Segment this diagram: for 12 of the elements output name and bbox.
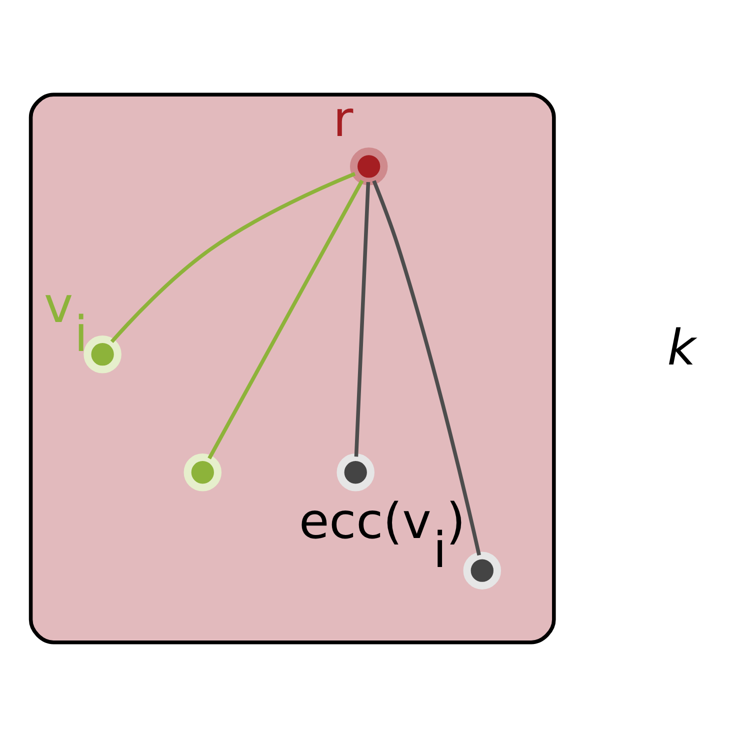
node-circle bbox=[184, 452, 222, 491]
cluster bbox=[28, 92, 556, 644]
node-circle bbox=[84, 334, 122, 373]
connector bbox=[110, 172, 356, 343]
connector bbox=[354, 182, 370, 456]
connector bbox=[208, 179, 364, 459]
node-circle bbox=[463, 551, 502, 589]
node-circle bbox=[336, 452, 374, 491]
connector bbox=[372, 180, 481, 556]
node-label: r bbox=[332, 89, 354, 148]
node-circle bbox=[350, 147, 388, 185]
label: k bbox=[667, 318, 696, 376]
